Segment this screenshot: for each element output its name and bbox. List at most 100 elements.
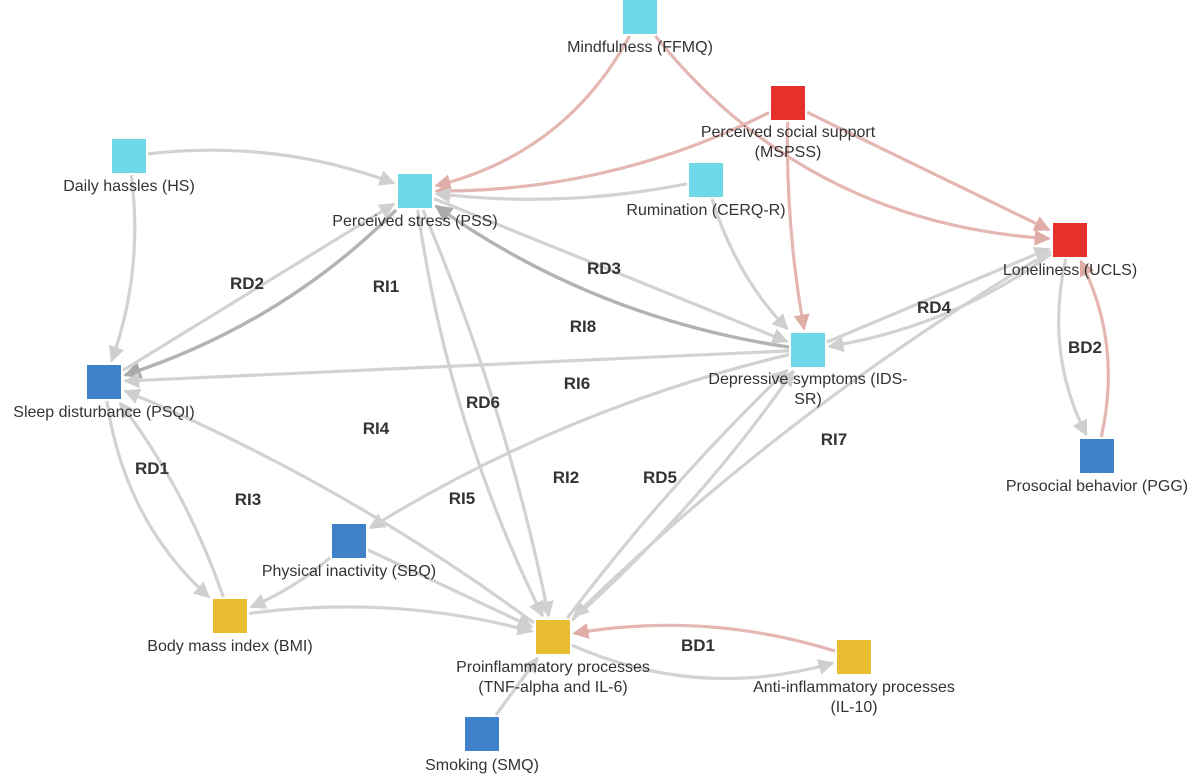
node-label-ucls: Loneliness (UCLS): [1003, 262, 1137, 279]
node-label-line: Perceived stress (PSS): [332, 213, 497, 230]
edge-label-ri6: RI6: [564, 374, 590, 393]
node-label-anti: Anti-inflammatory processes (IL-10): [753, 679, 955, 716]
node-label-bmi: Body mass index (BMI): [147, 638, 312, 655]
node-label-pro: Proinflammatory processes (TNF-alpha and …: [456, 659, 650, 696]
edge-hs-to-pss: [147, 148, 396, 186]
edge-label-rd4: RD4: [917, 298, 952, 317]
edge-label-ri8: RI8: [570, 317, 596, 336]
node-psqi: Sleep disturbance (PSQI): [13, 365, 195, 421]
node-label-line: Smoking (SMQ): [425, 757, 539, 774]
edge-sbq-to-bmi: [249, 556, 332, 609]
edge-pro-to-ids: [570, 369, 795, 622]
node-square-cerq: [689, 163, 723, 197]
node-square-pgg: [1080, 439, 1114, 473]
edge-pro-to-ids: [566, 368, 789, 619]
node-square-psqi: [87, 365, 121, 399]
edge-smq-to-pro: [494, 656, 539, 716]
edge-pss-to-pro: [416, 209, 545, 618]
node-label-line: Sleep disturbance (PSQI): [13, 404, 194, 421]
edge-hs-to-psqi: [108, 174, 137, 363]
node-label-mspss: Perceived social support (MSPSS): [701, 124, 876, 161]
edge-sbq-to-pro: [367, 548, 534, 629]
edge-label-ri7: RI7: [821, 430, 847, 449]
edge-ffmq-to-ucls: [654, 34, 1051, 246]
node-label-hs: Daily hassles (HS): [63, 178, 195, 195]
node-label-line: Anti-inflammatory processes: [753, 679, 955, 696]
edge-mspss-to-pss: [434, 111, 770, 200]
edge-label-ri5: RI5: [449, 489, 475, 508]
node-label-psqi: Sleep disturbance (PSQI): [13, 404, 194, 421]
edge-mspss-to-ids: [785, 121, 810, 331]
edge-cerq-to-pss: [434, 182, 688, 204]
node-label-line: Prosocial behavior (PGG): [1006, 478, 1188, 495]
edge-ucls-to-ids: [827, 252, 1052, 353]
node-square-ffmq: [623, 0, 657, 34]
edge-ids-to-psqi: [123, 349, 790, 389]
node-square-ids: [791, 333, 825, 367]
edge-label-rd1: RD1: [135, 459, 169, 478]
edge-ids-to-pss: [434, 204, 790, 349]
node-label-ffmq: Mindfulness (FFMQ): [567, 39, 713, 56]
node-label-line: (TNF-alpha and IL-6): [478, 679, 627, 696]
edge-ids-to-ucls: [826, 247, 1051, 344]
node-label-line: Rumination (CERQ-R): [626, 202, 785, 219]
node-smq: Smoking (SMQ): [425, 717, 539, 774]
node-label-line: Physical inactivity (SBQ): [262, 563, 436, 580]
node-ffmq: Mindfulness (FFMQ): [567, 0, 713, 56]
node-label-line: Loneliness (UCLS): [1003, 262, 1137, 279]
node-label-line: (IL-10): [830, 699, 877, 716]
edge-ucls-to-pgg: [1057, 258, 1088, 437]
edge-label-ri1: RI1: [373, 277, 399, 296]
node-label-ids: Depressive symptoms (IDS- SR): [708, 371, 907, 408]
node-square-pss: [398, 174, 432, 208]
node-anti: Anti-inflammatory processes (IL-10): [753, 640, 955, 716]
node-square-smq: [465, 717, 499, 751]
edge-pro-to-anti: [571, 643, 835, 681]
node-label-line: SR): [794, 391, 822, 408]
node-ucls: Loneliness (UCLS): [1003, 223, 1137, 279]
edge-pss-to-psqi: [123, 208, 398, 379]
node-square-sbq: [332, 524, 366, 558]
node-cerq: Rumination (CERQ-R): [626, 163, 786, 219]
node-square-ucls: [1053, 223, 1087, 257]
edge-labels-layer: RD1RD2RD3RD4RD5RD6RI1RI2RI3RI4RI5RI6RI7R…: [135, 259, 1102, 655]
edge-pss-to-ids: [433, 197, 789, 344]
node-square-pro: [536, 620, 570, 654]
edge-ids-to-sbq: [368, 353, 790, 530]
node-pgg: Prosocial behavior (PGG): [1006, 439, 1188, 495]
edge-cerq-to-ids: [710, 198, 789, 331]
node-label-smq: Smoking (SMQ): [425, 757, 539, 774]
node-mspss: Perceived social support (MSPSS): [701, 86, 876, 161]
node-label-line: Mindfulness (FFMQ): [567, 39, 713, 56]
node-square-bmi: [213, 599, 247, 633]
node-hs: Daily hassles (HS): [63, 139, 195, 195]
edge-label-bd1: BD1: [681, 636, 715, 655]
node-label-line: Perceived social support: [701, 124, 876, 141]
edge-psqi-to-pss: [122, 202, 396, 372]
node-sbq: Physical inactivity (SBQ): [262, 524, 436, 580]
node-label-line: Daily hassles (HS): [63, 178, 195, 195]
node-ids: Depressive symptoms (IDS- SR): [708, 333, 908, 408]
edge-label-rd2: RD2: [230, 274, 264, 293]
edge-anti-to-pro: [572, 623, 836, 653]
node-label-cerq: Rumination (CERQ-R): [626, 202, 785, 219]
edge-ucls-to-pro: [572, 249, 1052, 618]
edge-psqi-to-bmi: [105, 400, 211, 599]
edge-label-ri2: RI2: [553, 468, 579, 487]
edge-pro-to-psqi: [123, 388, 535, 625]
nodes-layer: Mindfulness (FFMQ) Perceived social suppo…: [13, 0, 1188, 774]
node-label-pgg: Prosocial behavior (PGG): [1006, 478, 1188, 495]
edge-bmi-to-psqi: [118, 401, 225, 598]
node-label-line: Depressive symptoms (IDS-: [708, 371, 907, 388]
edge-pgg-to-ucls: [1079, 259, 1110, 438]
edges-layer: [105, 34, 1110, 716]
edge-bmi-to-pro: [248, 605, 534, 636]
node-square-anti: [837, 640, 871, 674]
node-label-line: (MSPSS): [755, 144, 822, 161]
edge-pss-to-pro: [421, 209, 554, 618]
node-label-line: Proinflammatory processes: [456, 659, 650, 676]
edge-label-ri3: RI3: [235, 490, 261, 509]
edge-label-rd5: RD5: [643, 468, 677, 487]
node-pro: Proinflammatory processes (TNF-alpha and …: [456, 620, 650, 696]
